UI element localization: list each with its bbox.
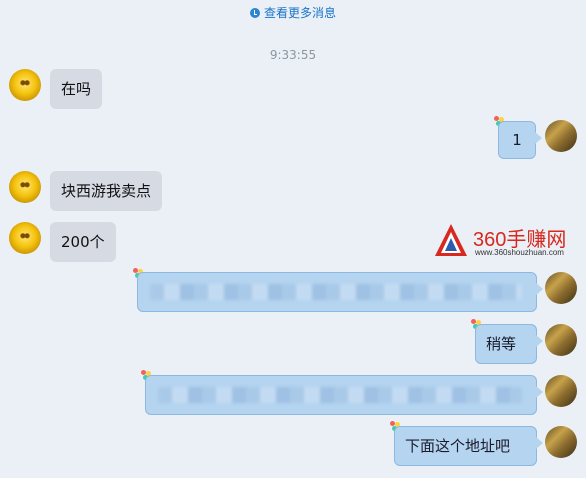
self-avatar[interactable]: [545, 375, 577, 407]
contact-avatar[interactable]: [9, 171, 41, 203]
watermark-title: 360手赚网: [473, 229, 567, 251]
message-bubble-received: 200个: [50, 222, 116, 262]
message-bubble-received: 在吗: [50, 69, 103, 109]
message-text: 1: [512, 131, 522, 149]
watermark-logo: [435, 224, 467, 256]
contact-avatar[interactable]: [9, 222, 41, 254]
message-timestamp: 9:33:55: [269, 48, 317, 62]
self-avatar[interactable]: [545, 120, 577, 152]
self-avatar[interactable]: [545, 426, 577, 458]
watermark-url: www.360shouzhuan.com: [475, 248, 564, 257]
message-bubble-sent: 稍等: [475, 324, 543, 364]
message-text: 下面这个地址吧: [405, 437, 511, 455]
clock-icon: [249, 8, 260, 18]
blurred-content: [150, 284, 522, 300]
self-avatar[interactable]: [545, 324, 577, 356]
watermark: 360手赚网 www.360shouzhuan.com: [433, 220, 583, 260]
message-bubble-sent: 1: [498, 121, 542, 159]
message-bubble-received: 块西游我卖点: [50, 171, 163, 211]
message-bubble-sent-blurred: [145, 375, 543, 415]
blurred-content: [158, 387, 522, 403]
contact-avatar[interactable]: [9, 69, 41, 101]
view-more-messages-label: 查看更多消息: [263, 6, 336, 20]
self-avatar[interactable]: [545, 272, 577, 304]
message-bubble-sent: 下面这个地址吧: [394, 426, 543, 466]
message-bubble-sent-blurred: [137, 272, 543, 312]
view-more-messages-link[interactable]: 查看更多消息: [0, 4, 586, 21]
message-text: 稍等: [486, 335, 517, 353]
message-text: 块西游我卖点: [61, 182, 152, 200]
